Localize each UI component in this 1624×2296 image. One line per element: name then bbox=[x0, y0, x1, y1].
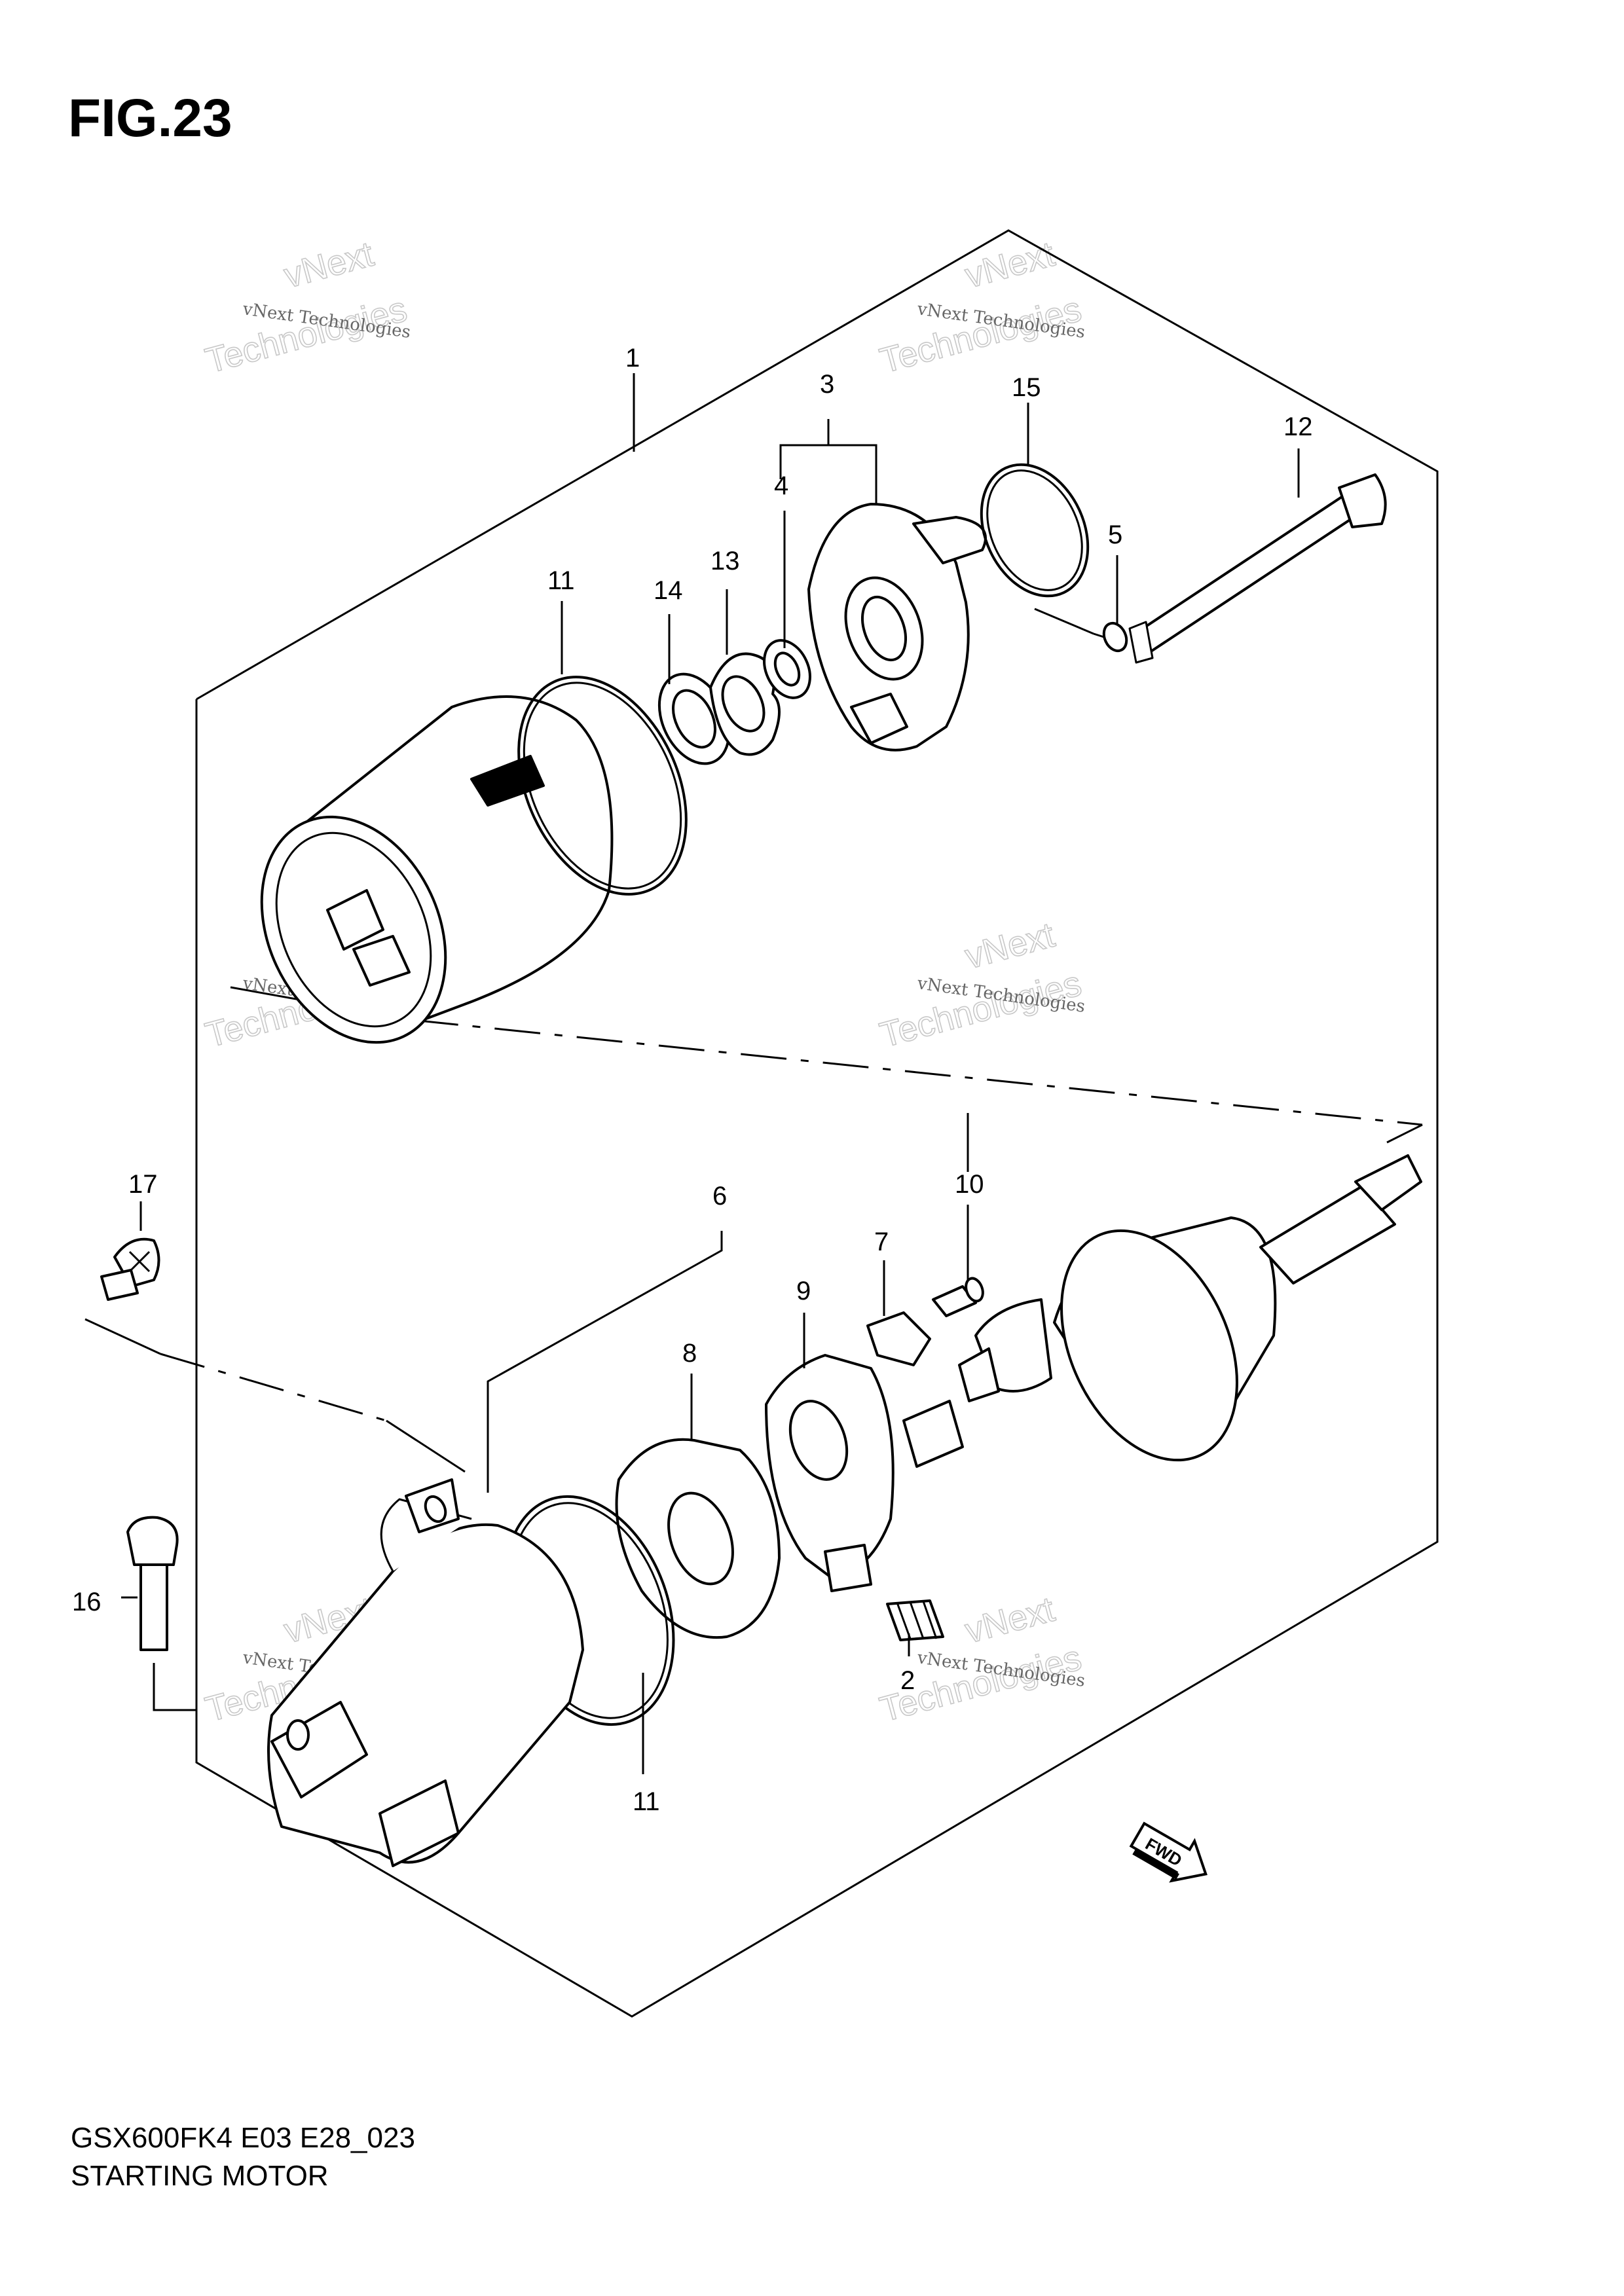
callout-10: 10 bbox=[955, 1170, 984, 1199]
callout-1: 1 bbox=[625, 344, 640, 373]
callout-labels: 1 3 15 12 4 5 13 11 14 17 10 6 7 9 8 16 … bbox=[72, 344, 1313, 1816]
leader-lines bbox=[121, 373, 1300, 1774]
brush-7 bbox=[866, 1311, 931, 1366]
callout-8: 8 bbox=[682, 1339, 697, 1368]
callout-11-top: 11 bbox=[547, 566, 575, 595]
callout-9: 9 bbox=[796, 1277, 811, 1305]
svg-text:vNext: vNext bbox=[961, 1590, 1059, 1651]
armature bbox=[958, 1154, 1422, 1462]
through-bolt-12 bbox=[1128, 473, 1387, 664]
plate-8 bbox=[615, 1438, 781, 1639]
callout-15: 15 bbox=[1012, 373, 1041, 402]
plate-13 bbox=[709, 652, 781, 756]
callout-7: 7 bbox=[874, 1228, 889, 1256]
end-housing-6 bbox=[267, 1478, 584, 1867]
callout-2: 2 bbox=[900, 1666, 915, 1695]
brush-holder-9 bbox=[765, 1354, 964, 1592]
callout-17: 17 bbox=[128, 1170, 158, 1199]
callout-13: 13 bbox=[710, 547, 740, 575]
svg-text:vNext: vNext bbox=[961, 915, 1059, 977]
svg-text:vNext: vNext bbox=[280, 234, 378, 296]
callout-11-bottom: 11 bbox=[633, 1787, 660, 1816]
alignment-lines bbox=[84, 608, 1423, 1473]
figure-title: FIG.23 bbox=[68, 88, 232, 148]
bearing-4 bbox=[763, 639, 811, 699]
callout-3: 3 bbox=[820, 370, 834, 399]
callout-5: 5 bbox=[1108, 520, 1122, 549]
o-ring-11-top bbox=[517, 676, 688, 896]
callout-12: 12 bbox=[1283, 412, 1313, 441]
callout-14: 14 bbox=[654, 576, 683, 605]
o-ring-15 bbox=[980, 463, 1090, 598]
assembly-outline bbox=[195, 229, 1439, 2018]
motor-yoke bbox=[260, 695, 614, 1044]
callout-6: 6 bbox=[712, 1182, 727, 1211]
end-cover-3 bbox=[807, 503, 987, 752]
svg-text:vNext: vNext bbox=[961, 234, 1059, 296]
callout-4: 4 bbox=[774, 471, 788, 500]
bolt-16 bbox=[126, 1516, 179, 1651]
section-name: STARTING MOTOR bbox=[71, 2160, 329, 2192]
screw-17 bbox=[100, 1237, 160, 1301]
watermark: Technologies vNext vNext Technologies bbox=[201, 234, 412, 381]
model-code: GSX600FK4 E03 E28_023 bbox=[71, 2122, 415, 2154]
callout-16: 16 bbox=[72, 1588, 101, 1616]
watermark: Technologies vNext vNext Technologies bbox=[876, 915, 1086, 1055]
screw-10 bbox=[932, 1277, 984, 1317]
washer-5 bbox=[1102, 621, 1128, 653]
fwd-arrow-icon: FWD bbox=[1129, 1821, 1208, 1883]
spring-2 bbox=[886, 1599, 944, 1641]
